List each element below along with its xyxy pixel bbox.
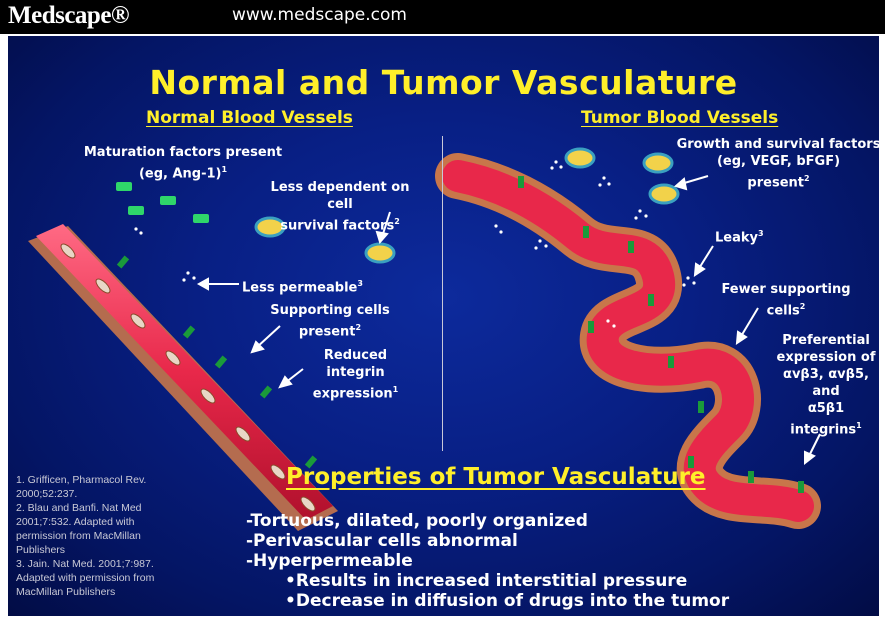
properties-list: -Tortuous, dilated, poorly organized -Pe… xyxy=(246,511,729,611)
site-header: Medscape® www.medscape.com xyxy=(0,0,885,34)
reference-line: 1. Grifficen, Pharmacol Rev. xyxy=(16,473,236,487)
property-item: -Perivascular cells abnormal xyxy=(246,531,729,551)
reference-line: MacMillan Publishers xyxy=(16,585,236,599)
reference-line: permission from MacMillan xyxy=(16,529,236,543)
label-permeable: Less permeable3 xyxy=(242,275,363,296)
reference-line: Publishers xyxy=(16,543,236,557)
property-subitem: •Results in increased interstitial press… xyxy=(246,571,729,591)
label-supporting: Supporting cells present2 xyxy=(270,302,390,340)
properties-title: Properties of Tumor Vasculature xyxy=(286,464,706,490)
slide: Normal and Tumor Vasculature Normal Bloo… xyxy=(8,36,879,616)
normal-vessels-heading: Normal Blood Vessels xyxy=(146,108,353,128)
reference-line: 3. Jain. Nat Med. 2001;7:987. xyxy=(16,557,236,571)
slide-title: Normal and Tumor Vasculature xyxy=(8,63,879,102)
property-subitem: •Decrease in diffusion of drugs into the… xyxy=(246,591,729,611)
column-divider xyxy=(442,136,443,451)
property-item: -Hyperpermeable xyxy=(246,551,729,571)
property-item: -Tortuous, dilated, poorly organized xyxy=(246,511,729,531)
growth-factors-tumor xyxy=(566,149,678,203)
site-url[interactable]: www.medscape.com xyxy=(232,5,407,25)
label-growth: Growth and survival factors (eg, VEGF, b… xyxy=(676,136,879,191)
tumor-vessels-heading: Tumor Blood Vessels xyxy=(581,108,778,128)
reference-line: 2000;52:237. xyxy=(16,487,236,501)
label-integrin: Reduced integrin expression1 xyxy=(293,347,418,402)
label-preferential: Preferential expression of αvβ3, αvβ5, a… xyxy=(770,332,879,438)
reference-line: 2. Blau and Banfi. Nat Med xyxy=(16,501,236,515)
maturation-factors xyxy=(116,182,209,223)
label-leaky: Leaky3 xyxy=(715,225,764,246)
references: 1. Grifficen, Pharmacol Rev. 2000;52:237… xyxy=(16,473,236,599)
reference-line: Adapted with permission from xyxy=(16,571,236,585)
label-fewer-supporting: Fewer supporting cells2 xyxy=(716,281,856,319)
reference-line: 2001;7:532. Adapted with xyxy=(16,515,236,529)
label-survival: Less dependent on cell survival factors2 xyxy=(260,179,420,234)
label-maturation: Maturation factors present (eg, Ang-1)1 xyxy=(78,144,288,182)
medscape-logo[interactable]: Medscape® xyxy=(8,2,129,30)
